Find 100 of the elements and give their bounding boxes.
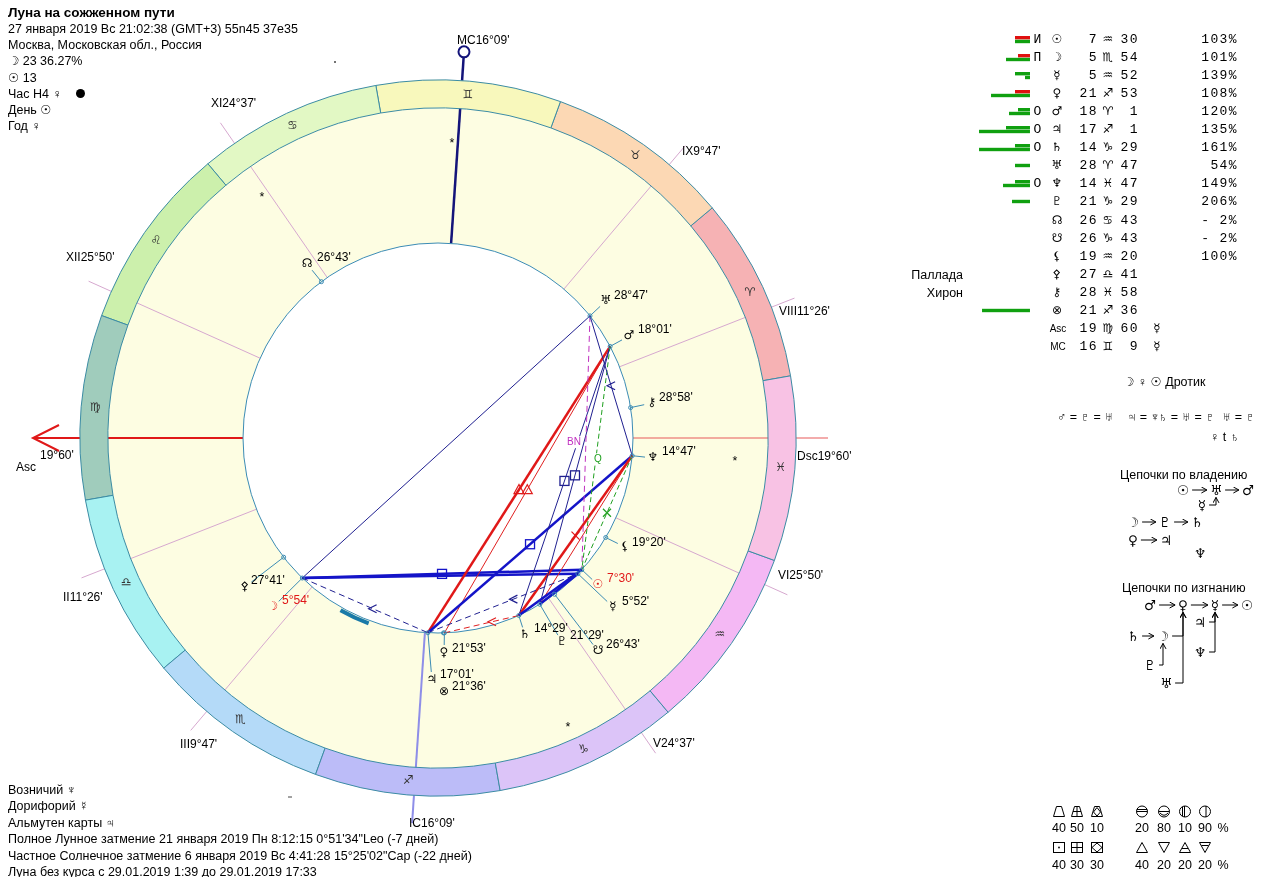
chart-note: Альмутен карты ♃ xyxy=(8,815,115,830)
house-cusp-label: 19°60' xyxy=(40,449,74,463)
ruler-glyph: ☿ xyxy=(1153,339,1161,354)
percent-value: 120% xyxy=(1201,104,1238,120)
minute-value: 29 xyxy=(1120,140,1139,156)
planet-glyph: ☉ xyxy=(1173,482,1193,498)
planet-glyph: ♆ xyxy=(1190,644,1210,660)
percent-sign: % xyxy=(1217,857,1229,873)
minute-value: 1 xyxy=(1129,104,1139,120)
house-cusp-label: V24°37' xyxy=(653,737,695,751)
planet-glyph: ⚷ xyxy=(647,396,657,410)
house-cusp-label: III9°47' xyxy=(180,738,218,752)
house-cusp-label: IC16°09' xyxy=(409,817,455,831)
percent-value: 90 xyxy=(1198,820,1212,836)
planet-glyph: ♇ xyxy=(1051,195,1063,210)
year-ruler-text: Год ♀ xyxy=(8,119,41,134)
asterisk-mark: * xyxy=(732,453,738,469)
degree-value: 19 xyxy=(1079,321,1098,337)
percent-value: 40 xyxy=(1052,857,1066,873)
degree-value: 14 xyxy=(1079,176,1098,192)
percent-value: 40 xyxy=(1052,820,1066,836)
zodiac-sign-glyph: ♊ xyxy=(462,88,474,103)
aspect-symbol: Q xyxy=(593,453,603,465)
arrow xyxy=(1158,642,1167,666)
percent-value: 30 xyxy=(1070,857,1084,873)
planet-glyph: ♀ xyxy=(1125,532,1141,548)
planet-glyph: ☿ xyxy=(1207,597,1223,613)
zodiac-sign-glyph: ♏ xyxy=(235,712,247,727)
zodiac-sign-glyph: ♓ xyxy=(775,461,787,475)
minute-value: 43 xyxy=(1120,231,1139,246)
planet-glyph: ☊ xyxy=(1051,213,1063,228)
degree-value: 18 xyxy=(1079,104,1098,120)
sign-glyph: ♓ xyxy=(1102,285,1114,300)
arrow xyxy=(1191,486,1208,494)
sign-glyph: ♍ xyxy=(1102,321,1114,336)
arrow xyxy=(1173,518,1189,526)
degree-value: 17 xyxy=(1079,122,1098,138)
planet-glyph: ♇ xyxy=(1140,657,1160,673)
arrow xyxy=(1208,496,1220,506)
percent-value: 54% xyxy=(1210,158,1238,174)
arrow xyxy=(1174,611,1187,684)
status-letter: И xyxy=(1033,32,1043,48)
planet-glyph: ⚸ xyxy=(1052,249,1062,264)
planet-degree: 18°01' xyxy=(638,323,672,337)
asterisk-mark: * xyxy=(449,135,455,151)
planet-glyph: ☉ xyxy=(1051,33,1063,47)
planet-glyph: ♀ xyxy=(439,646,449,660)
percent-value: 20 xyxy=(1157,857,1171,873)
planet-glyph: ⚴ xyxy=(240,580,250,594)
minute-value: 29 xyxy=(1120,194,1139,210)
row-name: Паллада xyxy=(911,267,963,282)
moon-phase-text: ☽ 23 36.27% xyxy=(8,54,83,69)
house-cusp-label: VI25°50' xyxy=(778,569,824,583)
planet-degree: 26°43' xyxy=(606,638,640,652)
degree-value: 16 xyxy=(1079,339,1098,355)
planet-degree: 5°52' xyxy=(622,595,650,609)
house-cusp-label: Dsc19°60' xyxy=(797,450,852,464)
minute-value: 60 xyxy=(1120,321,1139,337)
percent-value: 40 xyxy=(1135,857,1149,873)
percent-value: 80 xyxy=(1157,820,1171,836)
planet-glyph: ♅ xyxy=(600,294,612,308)
asterisk-mark: * xyxy=(565,719,571,735)
planet-glyph: ☽ xyxy=(1051,51,1063,65)
percent-value: 161% xyxy=(1201,140,1238,156)
degree-value: 28 xyxy=(1079,285,1098,301)
planet-glyph: ☉ xyxy=(592,578,604,592)
sign-glyph: ♈ xyxy=(1102,159,1114,174)
percent-value: 108% xyxy=(1201,86,1238,102)
sign-glyph: ♓ xyxy=(1102,177,1114,192)
zodiac-sign-glyph: ♑ xyxy=(578,742,589,757)
planet-glyph: ♄ xyxy=(519,628,531,642)
planet-glyph: ☽ xyxy=(1153,628,1173,644)
planet-glyph: ♂ xyxy=(623,329,635,343)
planet-glyph: ♄ xyxy=(1051,141,1063,156)
angle-abbreviation: Asc xyxy=(1049,323,1067,335)
percent-value: 100% xyxy=(1201,249,1238,265)
minute-value: 54 xyxy=(1120,50,1139,66)
degree-value: 28 xyxy=(1079,158,1098,174)
degree-value: 7 xyxy=(1088,32,1098,48)
status-letter: O xyxy=(1033,140,1043,156)
planet-degree: 19°20' xyxy=(632,536,666,550)
planet-glyph: ♆ xyxy=(647,451,659,465)
planet-degree: 21°29' xyxy=(570,629,604,643)
sign-glyph: ♈ xyxy=(1102,105,1114,120)
house-cusp-label: XI24°37' xyxy=(211,97,257,111)
planet-glyph: ♆ xyxy=(1190,545,1210,561)
planet-degree: 5°54' xyxy=(282,594,310,608)
planet-glyph: ⊗ xyxy=(438,685,450,699)
percent-value: 149% xyxy=(1201,176,1238,192)
planet-glyph: ♃ xyxy=(426,673,438,687)
angle-abbreviation: MC xyxy=(1050,341,1066,353)
sign-glyph: ♐ xyxy=(1102,87,1114,102)
minute-value: 9 xyxy=(1129,339,1139,355)
zodiac-sign-glyph: ♌ xyxy=(150,233,162,248)
planet-glyph: ☋ xyxy=(1051,231,1063,246)
sign-glyph: ♑ xyxy=(1102,141,1114,156)
planet-glyph: ♃ xyxy=(1156,532,1176,548)
arrow xyxy=(1158,601,1176,609)
chart-note: Полное Лунное затмение 21 января 2019 Пн 8:12:15 0°51'34"Leo (-7 дней) xyxy=(8,832,439,847)
minute-value: 47 xyxy=(1120,176,1139,192)
